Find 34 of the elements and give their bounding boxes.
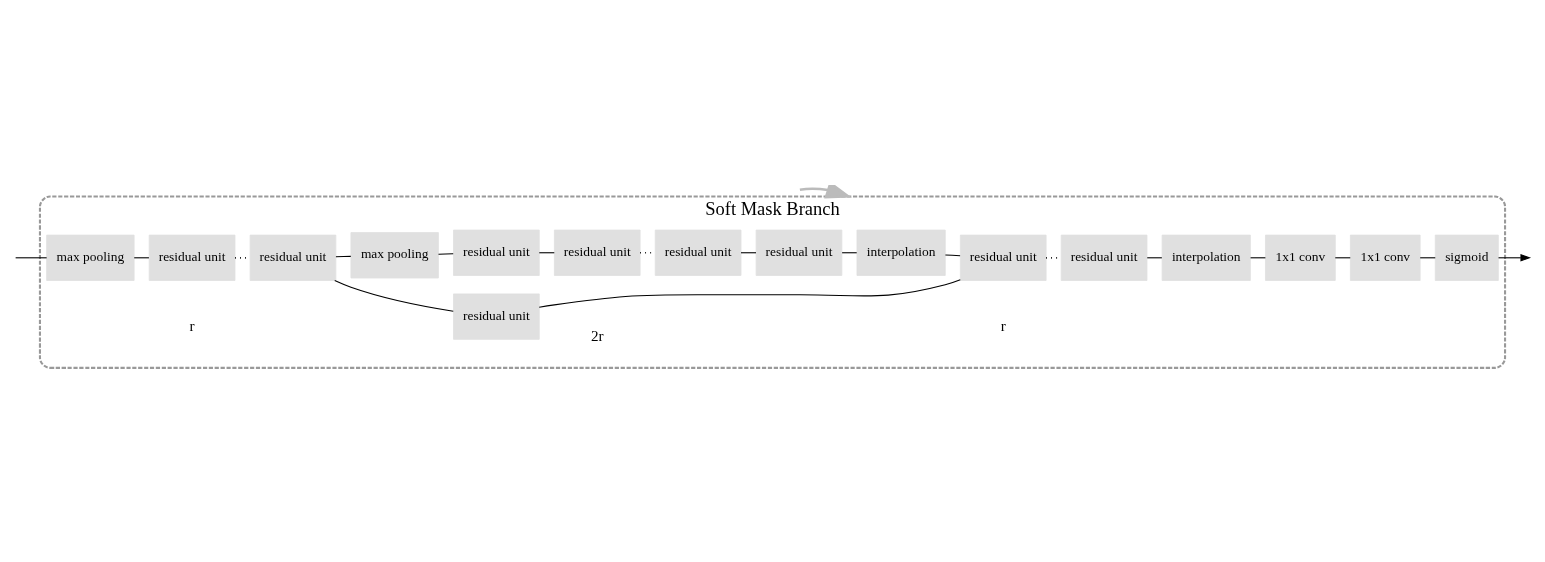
arrow bbox=[799, 184, 852, 198]
connector bbox=[15, 256, 48, 258]
connector bbox=[1419, 256, 1436, 258]
node-box: residual unit bbox=[453, 229, 540, 276]
node-box: residual unit bbox=[553, 229, 641, 276]
label: r bbox=[189, 317, 195, 334]
arrow bbox=[1498, 253, 1532, 261]
connector bbox=[740, 251, 757, 253]
node-box: 1x1 conv bbox=[1349, 234, 1421, 281]
node-box: residual unit bbox=[249, 234, 337, 281]
connector bbox=[538, 278, 961, 308]
connector bbox=[334, 279, 454, 312]
node-box: max pooling bbox=[46, 234, 135, 281]
node-box: residual unit bbox=[148, 234, 236, 281]
node-box: interpolation bbox=[856, 229, 946, 276]
connector bbox=[437, 252, 454, 255]
node-box: interpolation bbox=[1161, 234, 1251, 281]
node-box: residual unit bbox=[959, 234, 1047, 281]
node-box: 1x1 conv bbox=[1265, 234, 1336, 281]
node-box: residual unit bbox=[654, 229, 742, 276]
connector bbox=[335, 255, 352, 257]
node-box: residual unit bbox=[453, 293, 540, 340]
node-box: sigmoid bbox=[1434, 234, 1499, 281]
connector bbox=[841, 251, 858, 253]
node-box: max pooling bbox=[350, 231, 439, 278]
connector bbox=[1146, 256, 1163, 258]
connector bbox=[944, 253, 961, 256]
node-box: residual unit bbox=[755, 229, 843, 276]
label: 2r bbox=[590, 327, 604, 344]
connector bbox=[538, 251, 555, 253]
connector bbox=[133, 256, 150, 258]
connector bbox=[1334, 256, 1351, 258]
label: r bbox=[1000, 317, 1006, 334]
node-box: residual unit bbox=[1060, 234, 1148, 281]
